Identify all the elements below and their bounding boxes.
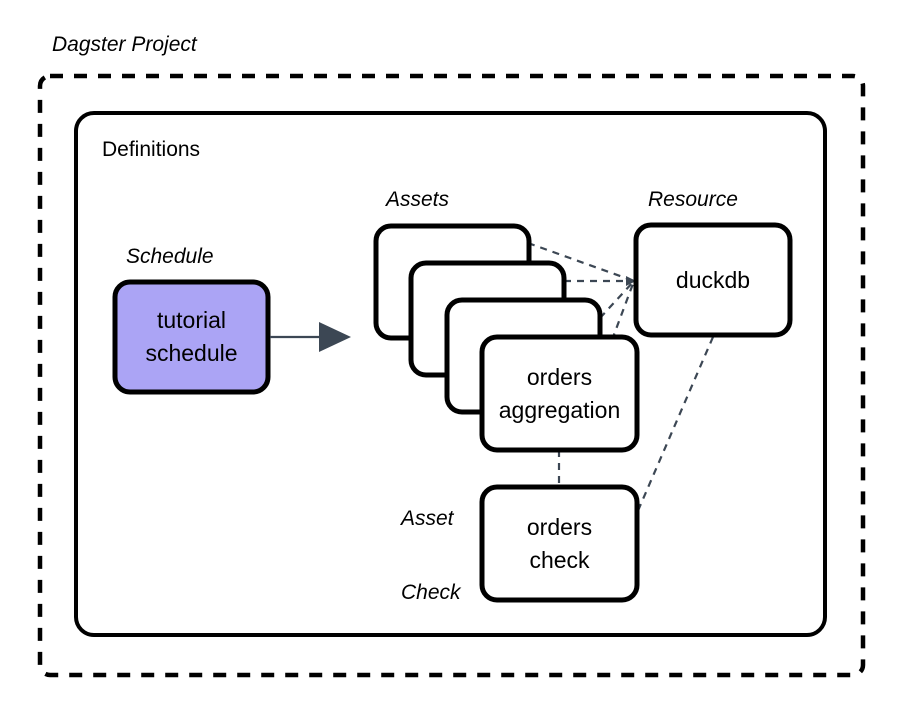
asset-check-group-label: Asset Check [401, 457, 461, 630]
assets-group-label: Assets [386, 188, 450, 211]
definitions-label: Definitions [102, 138, 201, 161]
arrow-schedule-to-assets-head [319, 322, 351, 352]
link-ordersagg-duckdb [610, 280, 636, 341]
project-boundary [37, 73, 866, 678]
schedule-group-label: Schedule [126, 245, 214, 268]
link-asset3-duckdb [599, 280, 635, 319]
asset-check-label-line2: Check [401, 580, 461, 604]
resource-group-label: Resource [648, 188, 738, 211]
node-orders-aggregation[interactable] [479, 334, 640, 453]
asset-resource-links [527, 241, 636, 341]
asset-check-label-line1: Asset [401, 506, 454, 530]
link-arrowhead-duckdb [626, 276, 636, 286]
link-asset1-duckdb [527, 241, 635, 283]
node-duckdb[interactable] [633, 222, 793, 338]
link-duckdb-orderscheck [635, 336, 715, 514]
page-title: Dagster Project [52, 33, 197, 56]
node-orders-check[interactable] [479, 484, 640, 603]
node-tutorial-schedule[interactable] [112, 279, 271, 395]
